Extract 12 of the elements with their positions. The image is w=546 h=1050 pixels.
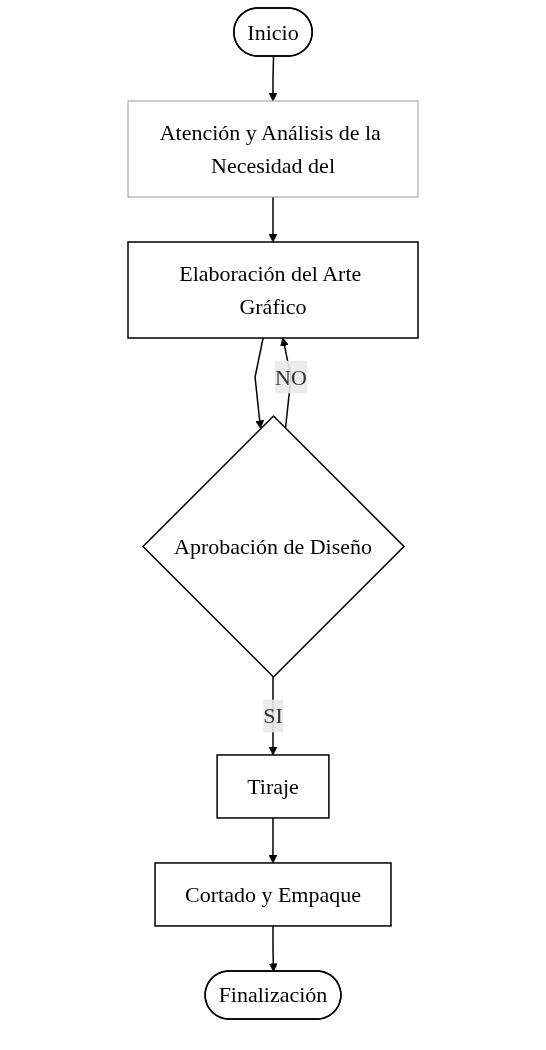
arrow — [268, 817, 278, 864]
arrow — [268, 925, 278, 972]
node-box: Tiraje — [216, 754, 330, 819]
edge-label: SI — [263, 703, 283, 729]
node-diamond: Aprobación de Diseño — [141, 414, 406, 678]
node-box: Cortado y Empaque — [154, 862, 392, 927]
node-box: Elaboración del Arte Gráfico — [127, 241, 419, 339]
edge-label: NO — [275, 364, 307, 390]
arrow — [268, 55, 278, 102]
node-box: Atención y Análisis de la Necesidad del — [127, 100, 419, 198]
arrow — [268, 196, 278, 243]
arrow — [254, 337, 265, 429]
